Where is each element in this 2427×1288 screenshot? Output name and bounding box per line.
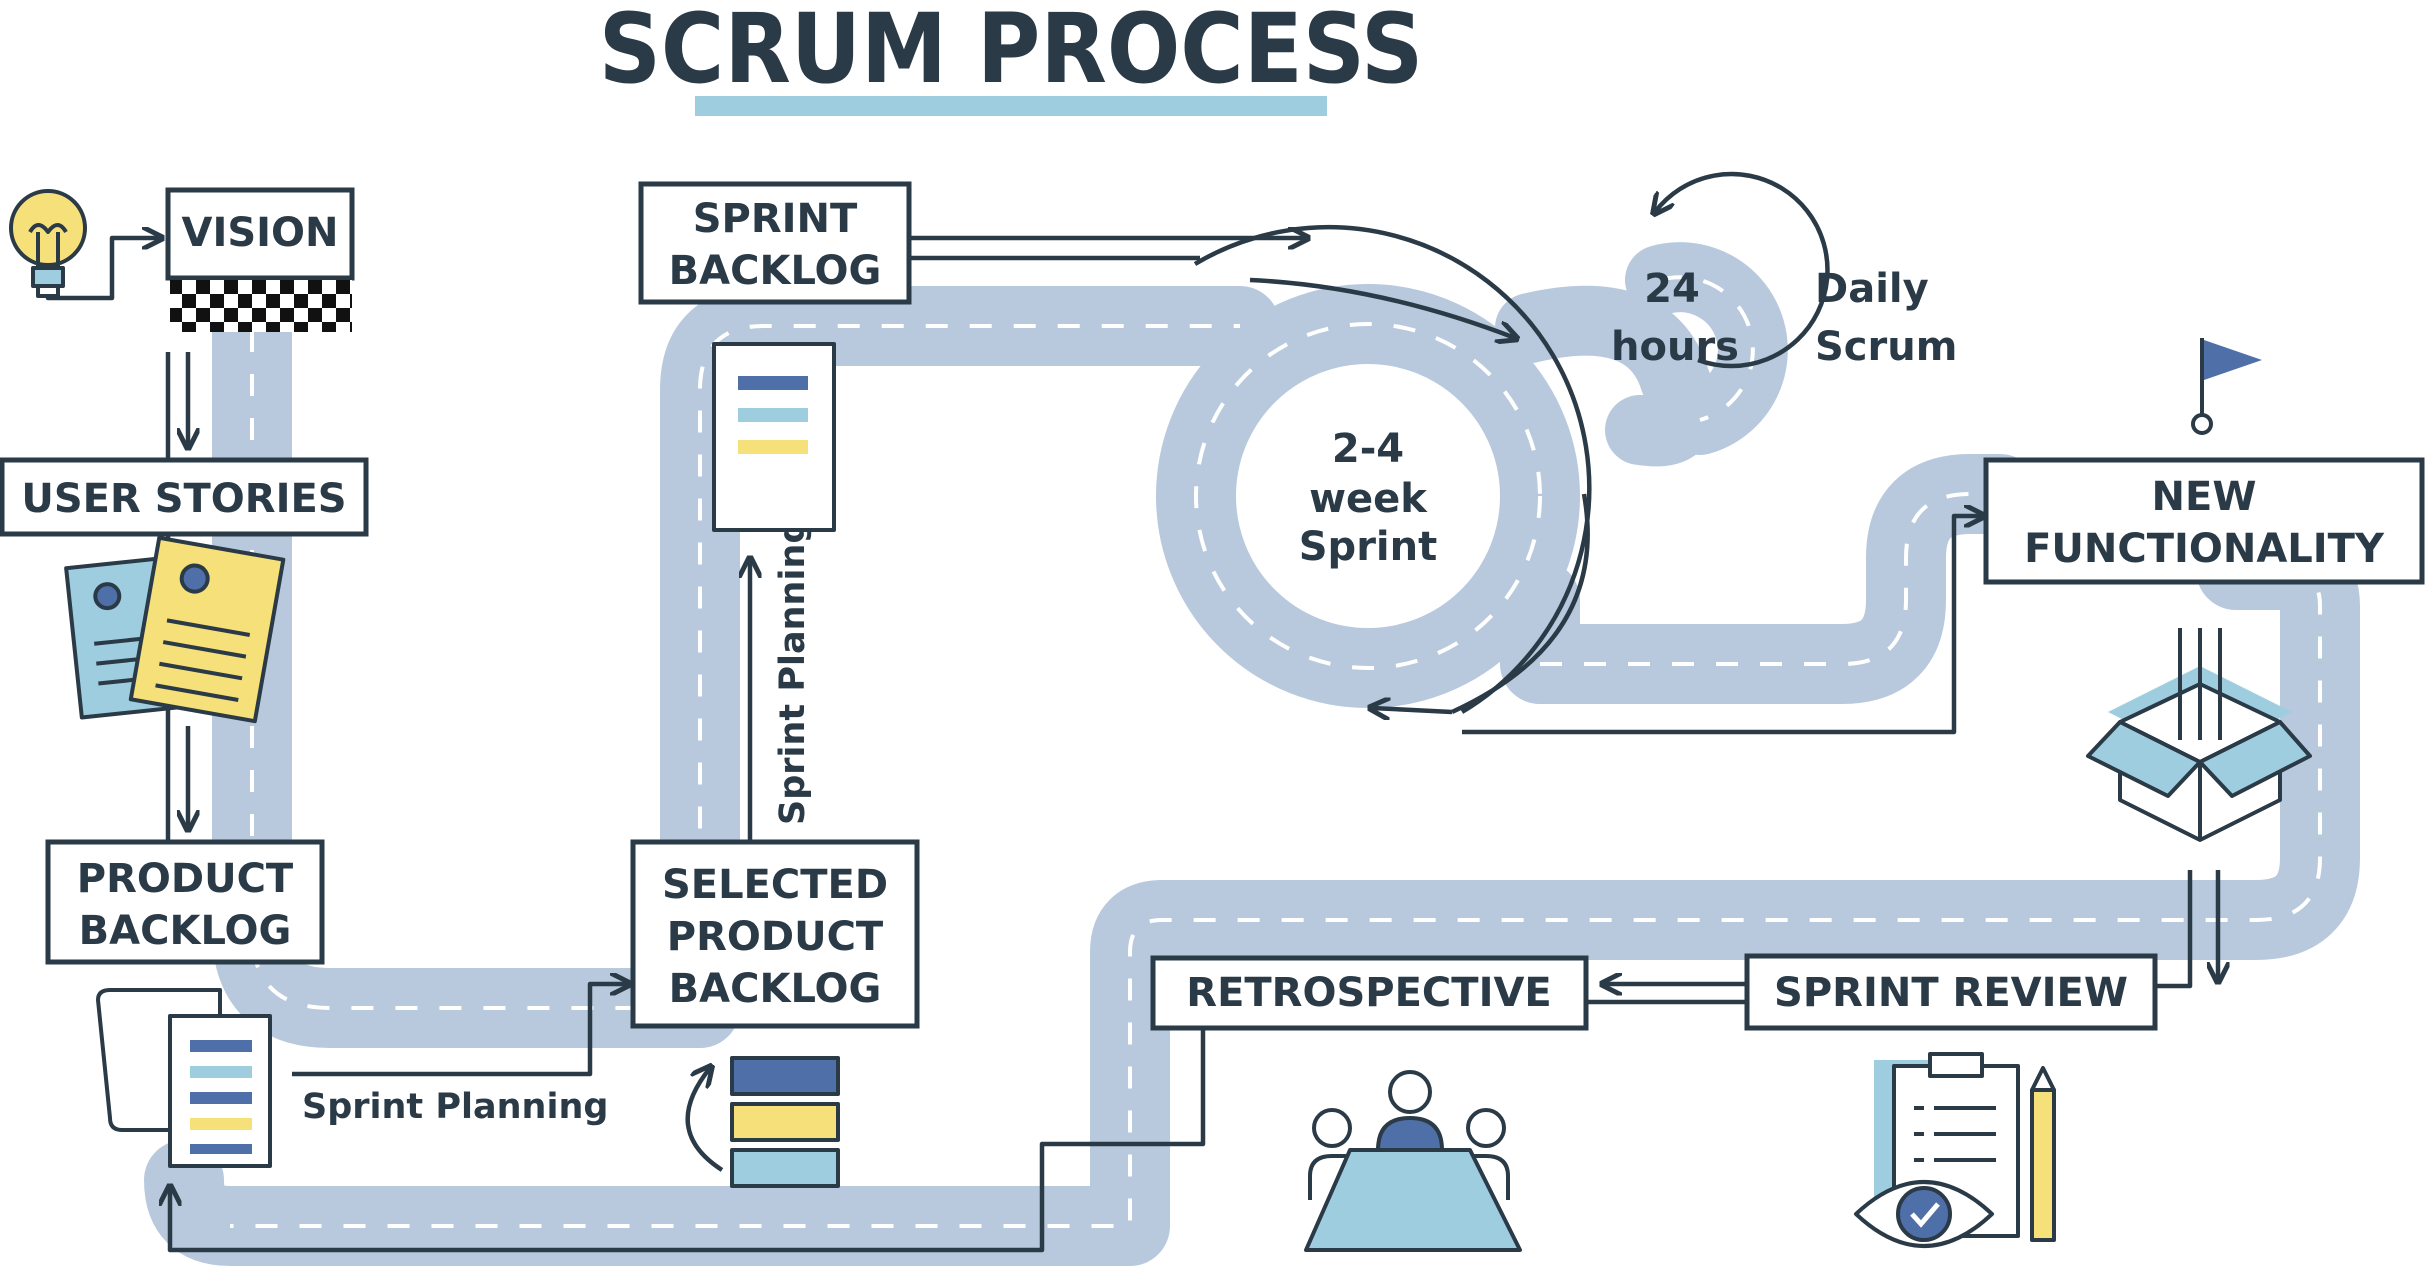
vision-label: VISION bbox=[181, 210, 338, 256]
sprint-backlog-line-2: BACKLOG bbox=[669, 248, 882, 294]
retrospective-box: RETROSPECTIVE bbox=[1150, 955, 1589, 1031]
sprint-planning-label: Sprint Planning bbox=[302, 1087, 608, 1127]
sprint-planning-vertical-label: Sprint Planning bbox=[773, 519, 813, 825]
lightbulb-icon bbox=[9, 189, 87, 298]
selected-product-backlog-box: SELECTED PRODUCT BACKLOG bbox=[630, 839, 920, 1029]
meeting-table-icon bbox=[1304, 1070, 1522, 1252]
page-title: SCRUM PROCESS bbox=[599, 0, 1424, 105]
sprint-review-box: SPRINT REVIEW bbox=[1744, 953, 2158, 1031]
title-underline bbox=[695, 96, 1327, 116]
sprint-backlog-line-1: SPRINT bbox=[693, 196, 858, 242]
flow-arrows bbox=[45, 171, 2218, 1253]
selected-backlog-line-3: BACKLOG bbox=[669, 966, 882, 1012]
goal-flag-icon bbox=[2191, 338, 2262, 435]
review-clipboard-icon bbox=[1854, 1052, 2056, 1248]
road bbox=[144, 242, 2360, 1266]
delivery-box-icon bbox=[2086, 628, 2312, 842]
user-stories-box: USER STORIES bbox=[0, 457, 369, 537]
selected-backlog-stack-icon bbox=[685, 1056, 840, 1188]
new-functionality-line-2: FUNCTIONALITY bbox=[2024, 526, 2385, 572]
new-functionality-box: NEW FUNCTIONALITY bbox=[1983, 457, 2425, 585]
sprint-cycle-line-3: Sprint bbox=[1299, 524, 1437, 570]
user-story-cards-icon bbox=[64, 535, 286, 724]
selected-backlog-line-1: SELECTED bbox=[662, 862, 888, 908]
selected-backlog-line-2: PRODUCT bbox=[667, 914, 884, 960]
product-backlog-scroll-icon bbox=[96, 988, 272, 1168]
product-backlog-line-1: PRODUCT bbox=[77, 856, 294, 902]
product-backlog-line-2: BACKLOG bbox=[79, 908, 292, 954]
sprint-backlog-box: SPRINT BACKLOG bbox=[638, 181, 912, 305]
daily-hours-line-2: hours bbox=[1611, 324, 1739, 370]
finish-line-icon bbox=[170, 280, 352, 332]
daily-hours-line-1: 24 bbox=[1644, 266, 1700, 312]
retrospective-label: RETROSPECTIVE bbox=[1186, 970, 1551, 1016]
sprint-review-label: SPRINT REVIEW bbox=[1774, 970, 2128, 1016]
sprint-cycle-line-1: 2-4 bbox=[1332, 426, 1404, 472]
vision-box: VISION bbox=[165, 187, 355, 281]
sprint-backlog-document-icon bbox=[712, 342, 836, 532]
daily-scrum-line-1: Daily bbox=[1815, 266, 1929, 312]
new-functionality-line-1: NEW bbox=[2152, 474, 2257, 520]
sprint-cycle-line-2: week bbox=[1309, 476, 1428, 522]
daily-scrum-line-2: Scrum bbox=[1815, 324, 1957, 370]
user-stories-label: USER STORIES bbox=[21, 476, 346, 522]
product-backlog-box: PRODUCT BACKLOG bbox=[45, 839, 325, 965]
